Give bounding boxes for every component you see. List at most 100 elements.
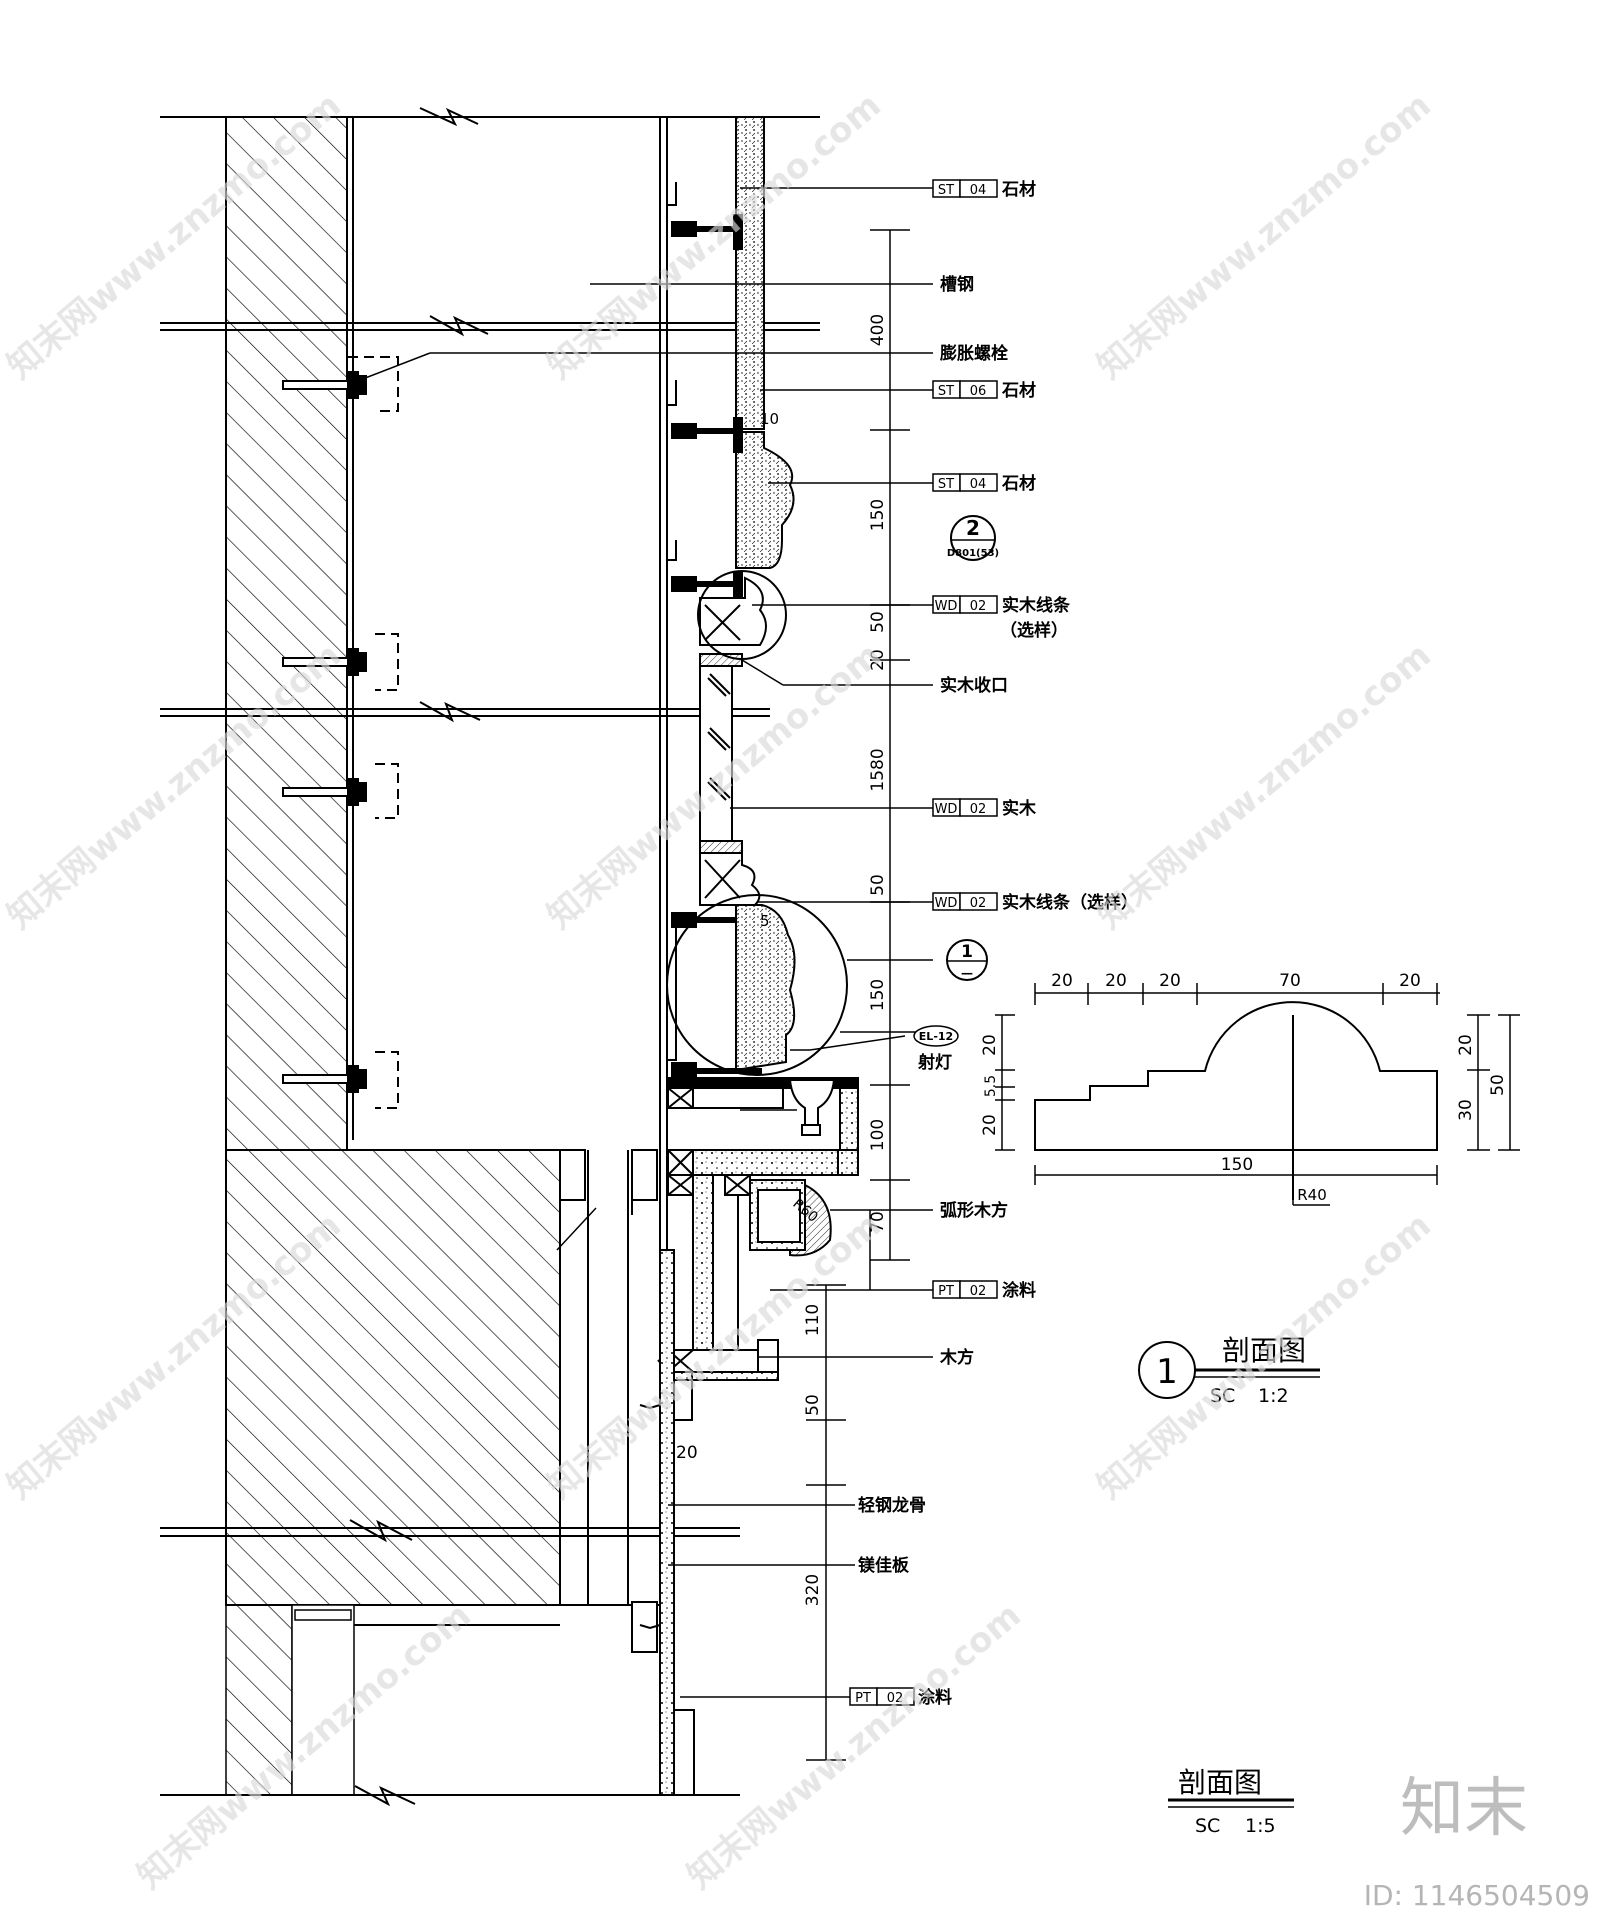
svg-text:1:2: 1:2 [1258,1385,1289,1407]
detail-ref-1: 1 — [946,939,988,981]
label-expansion-bolt: 膨胀螺栓 [940,343,1008,364]
dim-1580: 1580 [868,748,888,791]
detail-ref-2: 2 D801(53) [947,515,999,561]
svg-text:—: — [961,966,973,980]
svg-text:04: 04 [970,183,987,198]
svg-text:02: 02 [887,1691,904,1706]
svg-text:20: 20 [980,1114,1000,1136]
callout-labels: 石材 槽钢 膨胀螺栓 石材 石材 实木线条 （选样） 实木收口 实木 实木线条（… [858,179,1138,1708]
svg-text:02: 02 [970,802,987,817]
label-mgo-board: 镁佳板 [858,1555,910,1576]
svg-text:知末网www.znzmo.com: 知末网www.znzmo.com [1090,635,1439,937]
dim-50-lower: 50 [868,874,888,896]
svg-text:02: 02 [970,896,987,911]
image-id: ID: 1146504509 [1364,1879,1590,1912]
label-stone-st06: 石材 [1001,380,1036,401]
dim-70: 70 [868,1211,888,1233]
callout-tag-text: ST 04 ST 06 ST 04 WD 02 WD 02 WD 02 PT 02 PT 02 [855,183,986,1706]
svg-text:WD: WD [935,896,958,911]
svg-text:知末网www.znzmo.com: 知末网www.znzmo.com [680,1595,1029,1897]
dim-150-upper: 150 [868,499,888,531]
label-stone-st04: 石材 [1001,179,1036,200]
dim-400: 400 [868,314,888,346]
svg-text:02: 02 [970,1284,987,1299]
main-title: 剖面图 SC 1:5 [1168,1766,1294,1837]
svg-text:20: 20 [1399,971,1421,991]
svg-text:70: 70 [1279,971,1301,991]
svg-text:5.5: 5.5 [983,1075,999,1097]
callout-tags [849,179,998,1706]
svg-text:04: 04 [970,477,987,492]
svg-text:20: 20 [980,1034,1000,1056]
svg-text:2: 2 [966,516,980,540]
svg-text:02: 02 [970,599,987,614]
svg-text:PT: PT [855,1691,871,1706]
dim-100: 100 [868,1119,888,1151]
svg-text:剖面图: 剖面图 [1222,1334,1306,1367]
label-paint-bottom: 涂料 [918,1687,952,1708]
watermarks: 知末网www.znzmo.com 知末网www.znzmo.com 知末网www… [0,85,1439,1897]
steel-brackets [667,182,762,1078]
svg-text:20: 20 [1051,971,1073,991]
main-dimension-chain [806,229,910,1761]
svg-text:20: 20 [1456,1034,1476,1056]
label-timber-trim: 实木收口 [940,675,1008,696]
svg-text:PT: PT [938,1284,954,1299]
dim-50-upper: 50 [868,611,888,633]
svg-text:1: 1 [1156,1352,1178,1392]
label-light-steel-keel: 轻钢龙骨 [858,1495,926,1516]
dim-150-lower: 150 [868,979,888,1011]
label-timber-block: 木方 [939,1347,974,1368]
label-timber-moulding: 实木线条 [1002,595,1071,616]
structural-wall [225,116,561,1796]
moulding-dim-text: 20 20 20 70 20 20 5.5 20 20 30 50 150 R4… [980,971,1508,1204]
svg-text:R40: R40 [1297,1186,1327,1204]
soffit-assembly [559,1077,859,1796]
dim-5: 5 [760,912,770,930]
label-spotlight: 射灯 [917,1052,952,1073]
label-timber-moulding-2: 实木线条（选样） [1002,892,1138,913]
timber-panel [699,576,767,906]
svg-text:150: 150 [1221,1155,1253,1175]
svg-text:20: 20 [1159,971,1181,991]
svg-text:1: 1 [961,942,973,962]
leader-lines [359,187,950,1698]
svg-text:剖面图: 剖面图 [1178,1766,1262,1799]
label-solid-timber: 实木 [1002,798,1037,819]
svg-text:06: 06 [970,384,987,399]
expansion-bolts [282,356,399,1109]
break-lines [160,107,820,1807]
stone-cladding [735,116,796,1072]
brand-logo: 知末 [1400,1772,1528,1846]
light-tag: EL-12 [913,1025,959,1047]
svg-text:WD: WD [935,802,958,817]
svg-text:20: 20 [1105,971,1127,991]
dim-110: 110 [803,1304,823,1336]
moulding-dims [995,983,1520,1206]
svg-text:50: 50 [1488,1074,1508,1096]
svg-text:ST: ST [938,477,954,492]
section-1-title: 1 剖面图 SC 1:2 [1138,1334,1320,1407]
dim-320: 320 [803,1574,823,1606]
svg-text:WD: WD [935,599,958,614]
svg-text:知末网www.znzmo.com: 知末网www.znzmo.com [1090,85,1439,387]
svg-text:ST: ST [938,384,954,399]
svg-text:知末网www.znzmo.com: 知末网www.znzmo.com [540,85,889,387]
label-paint-top: 涂料 [1002,1280,1036,1301]
svg-text:D801(53): D801(53) [947,548,999,559]
svg-text:SC: SC [1195,1815,1220,1837]
svg-text:SC: SC [1210,1385,1235,1407]
svg-text:ST: ST [938,183,954,198]
svg-text:1:5: 1:5 [1245,1815,1276,1837]
label-stone-st04-b: 石材 [1001,473,1036,494]
dim-20-bottom: 20 [676,1443,698,1463]
dim-20: 20 [868,649,888,671]
label-timber-moulding-note: （选样） [1000,620,1068,641]
svg-text:30: 30 [1456,1099,1476,1121]
label-curved-timber: 弧形木方 [940,1200,1008,1221]
dim-50-bottom: 50 [803,1394,823,1416]
main-dimension-text: 400 10 150 50 20 1580 50 5 150 100 70 R6… [676,314,888,1606]
detail-circles [666,570,848,1076]
